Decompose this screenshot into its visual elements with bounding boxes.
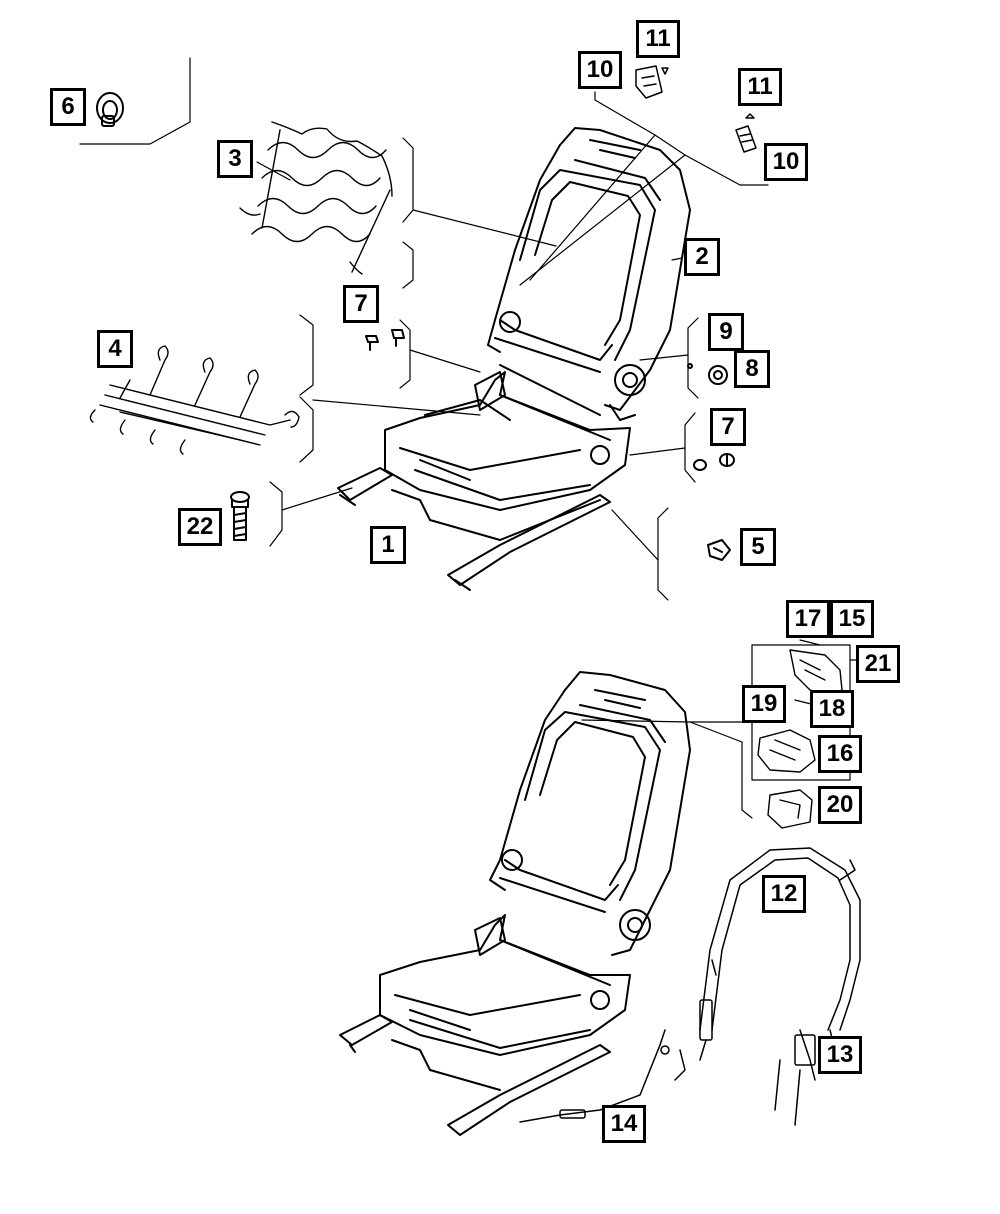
callout-11-right[interactable]: 11 bbox=[738, 68, 782, 106]
part-12-13-harness bbox=[699, 847, 861, 1126]
part-5-clip bbox=[707, 539, 731, 561]
callout-8[interactable]: 8 bbox=[734, 350, 770, 388]
callout-7-right[interactable]: 7 bbox=[710, 408, 746, 446]
part-6-clip bbox=[96, 92, 124, 127]
callout-16[interactable]: 16 bbox=[818, 735, 862, 773]
callout-5[interactable]: 5 bbox=[740, 528, 776, 566]
upper-seat-back-frame bbox=[487, 127, 691, 421]
callout-18[interactable]: 18 bbox=[810, 690, 854, 728]
callout-22[interactable]: 22 bbox=[178, 508, 222, 546]
callout-1[interactable]: 1 bbox=[370, 526, 406, 564]
callout-15[interactable]: 15 bbox=[830, 600, 874, 638]
part-14-wiring bbox=[519, 1029, 686, 1123]
callout-3[interactable]: 3 bbox=[217, 140, 253, 178]
callout-9[interactable]: 9 bbox=[708, 313, 744, 351]
leader-lines bbox=[79, 57, 859, 819]
callout-20[interactable]: 20 bbox=[818, 786, 862, 824]
callout-14[interactable]: 14 bbox=[602, 1105, 646, 1143]
part-7-fasteners-right bbox=[693, 453, 735, 471]
part-10-11-brackets bbox=[635, 65, 757, 153]
lower-rails bbox=[339, 1014, 611, 1136]
part-22-bolt bbox=[230, 491, 250, 541]
callout-10-top[interactable]: 10 bbox=[578, 51, 622, 89]
lower-seat-cushion-frame bbox=[379, 914, 631, 1056]
part-9-8-knob bbox=[687, 363, 728, 385]
callout-21[interactable]: 21 bbox=[856, 645, 900, 683]
callout-12[interactable]: 12 bbox=[762, 875, 806, 913]
callout-19[interactable]: 19 bbox=[742, 685, 786, 723]
callout-11-top[interactable]: 11 bbox=[636, 20, 680, 58]
parts-15-21-components bbox=[757, 649, 843, 829]
lower-seat-back-frame bbox=[489, 671, 691, 956]
part-3-spring-mat bbox=[239, 121, 393, 275]
callout-7-top[interactable]: 7 bbox=[343, 285, 379, 323]
part-1-rails-upper bbox=[337, 467, 611, 591]
upper-seat-cushion-frame bbox=[384, 364, 631, 511]
callout-17[interactable]: 17 bbox=[786, 600, 830, 638]
callout-2[interactable]: 2 bbox=[684, 238, 720, 276]
part-4-wire-mat bbox=[89, 345, 300, 455]
part-7-fasteners-top bbox=[365, 329, 405, 351]
callout-13[interactable]: 13 bbox=[818, 1036, 862, 1074]
callout-4[interactable]: 4 bbox=[97, 330, 133, 368]
callout-10-right[interactable]: 10 bbox=[764, 143, 808, 181]
callout-6[interactable]: 6 bbox=[50, 88, 86, 126]
